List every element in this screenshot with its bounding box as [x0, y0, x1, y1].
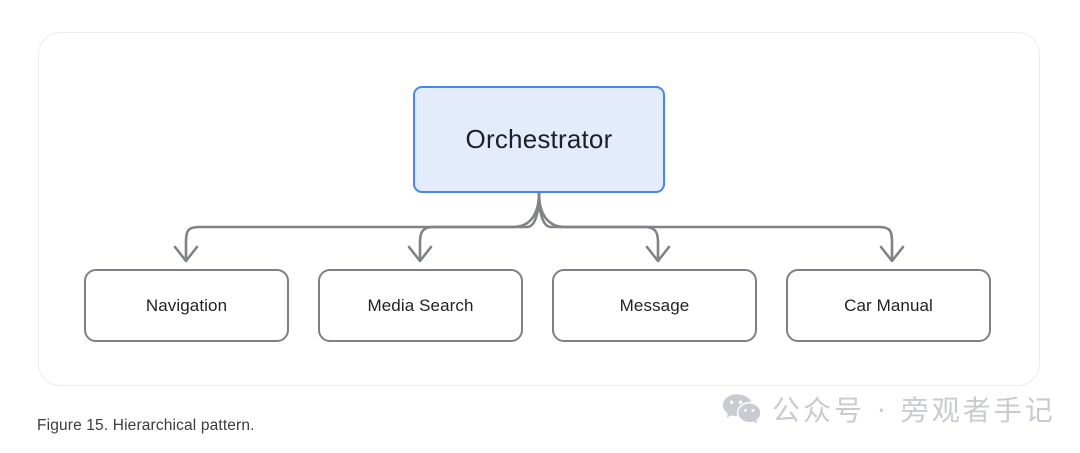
- watermark: 公众号 · 旁观者手记: [722, 389, 1056, 429]
- node-media-search[interactable]: Media Search: [318, 269, 523, 342]
- wechat-icon: [723, 394, 760, 424]
- node-navigation[interactable]: Navigation: [84, 269, 289, 342]
- node-media-search-label: Media Search: [367, 295, 474, 315]
- node-car-manual-label: Car Manual: [844, 295, 933, 315]
- watermark-text: 公众号 · 旁观者手记: [772, 394, 1056, 427]
- node-navigation-label: Navigation: [145, 295, 228, 315]
- node-message-label: Message: [619, 295, 690, 315]
- node-message[interactable]: Message: [552, 269, 757, 342]
- node-orchestrator-label: Orchestrator: [465, 124, 613, 154]
- node-orchestrator[interactable]: Orchestrator: [413, 86, 665, 193]
- node-car-manual[interactable]: Car Manual: [786, 269, 991, 342]
- figure-caption: Figure 15. Hierarchical pattern.: [37, 417, 255, 434]
